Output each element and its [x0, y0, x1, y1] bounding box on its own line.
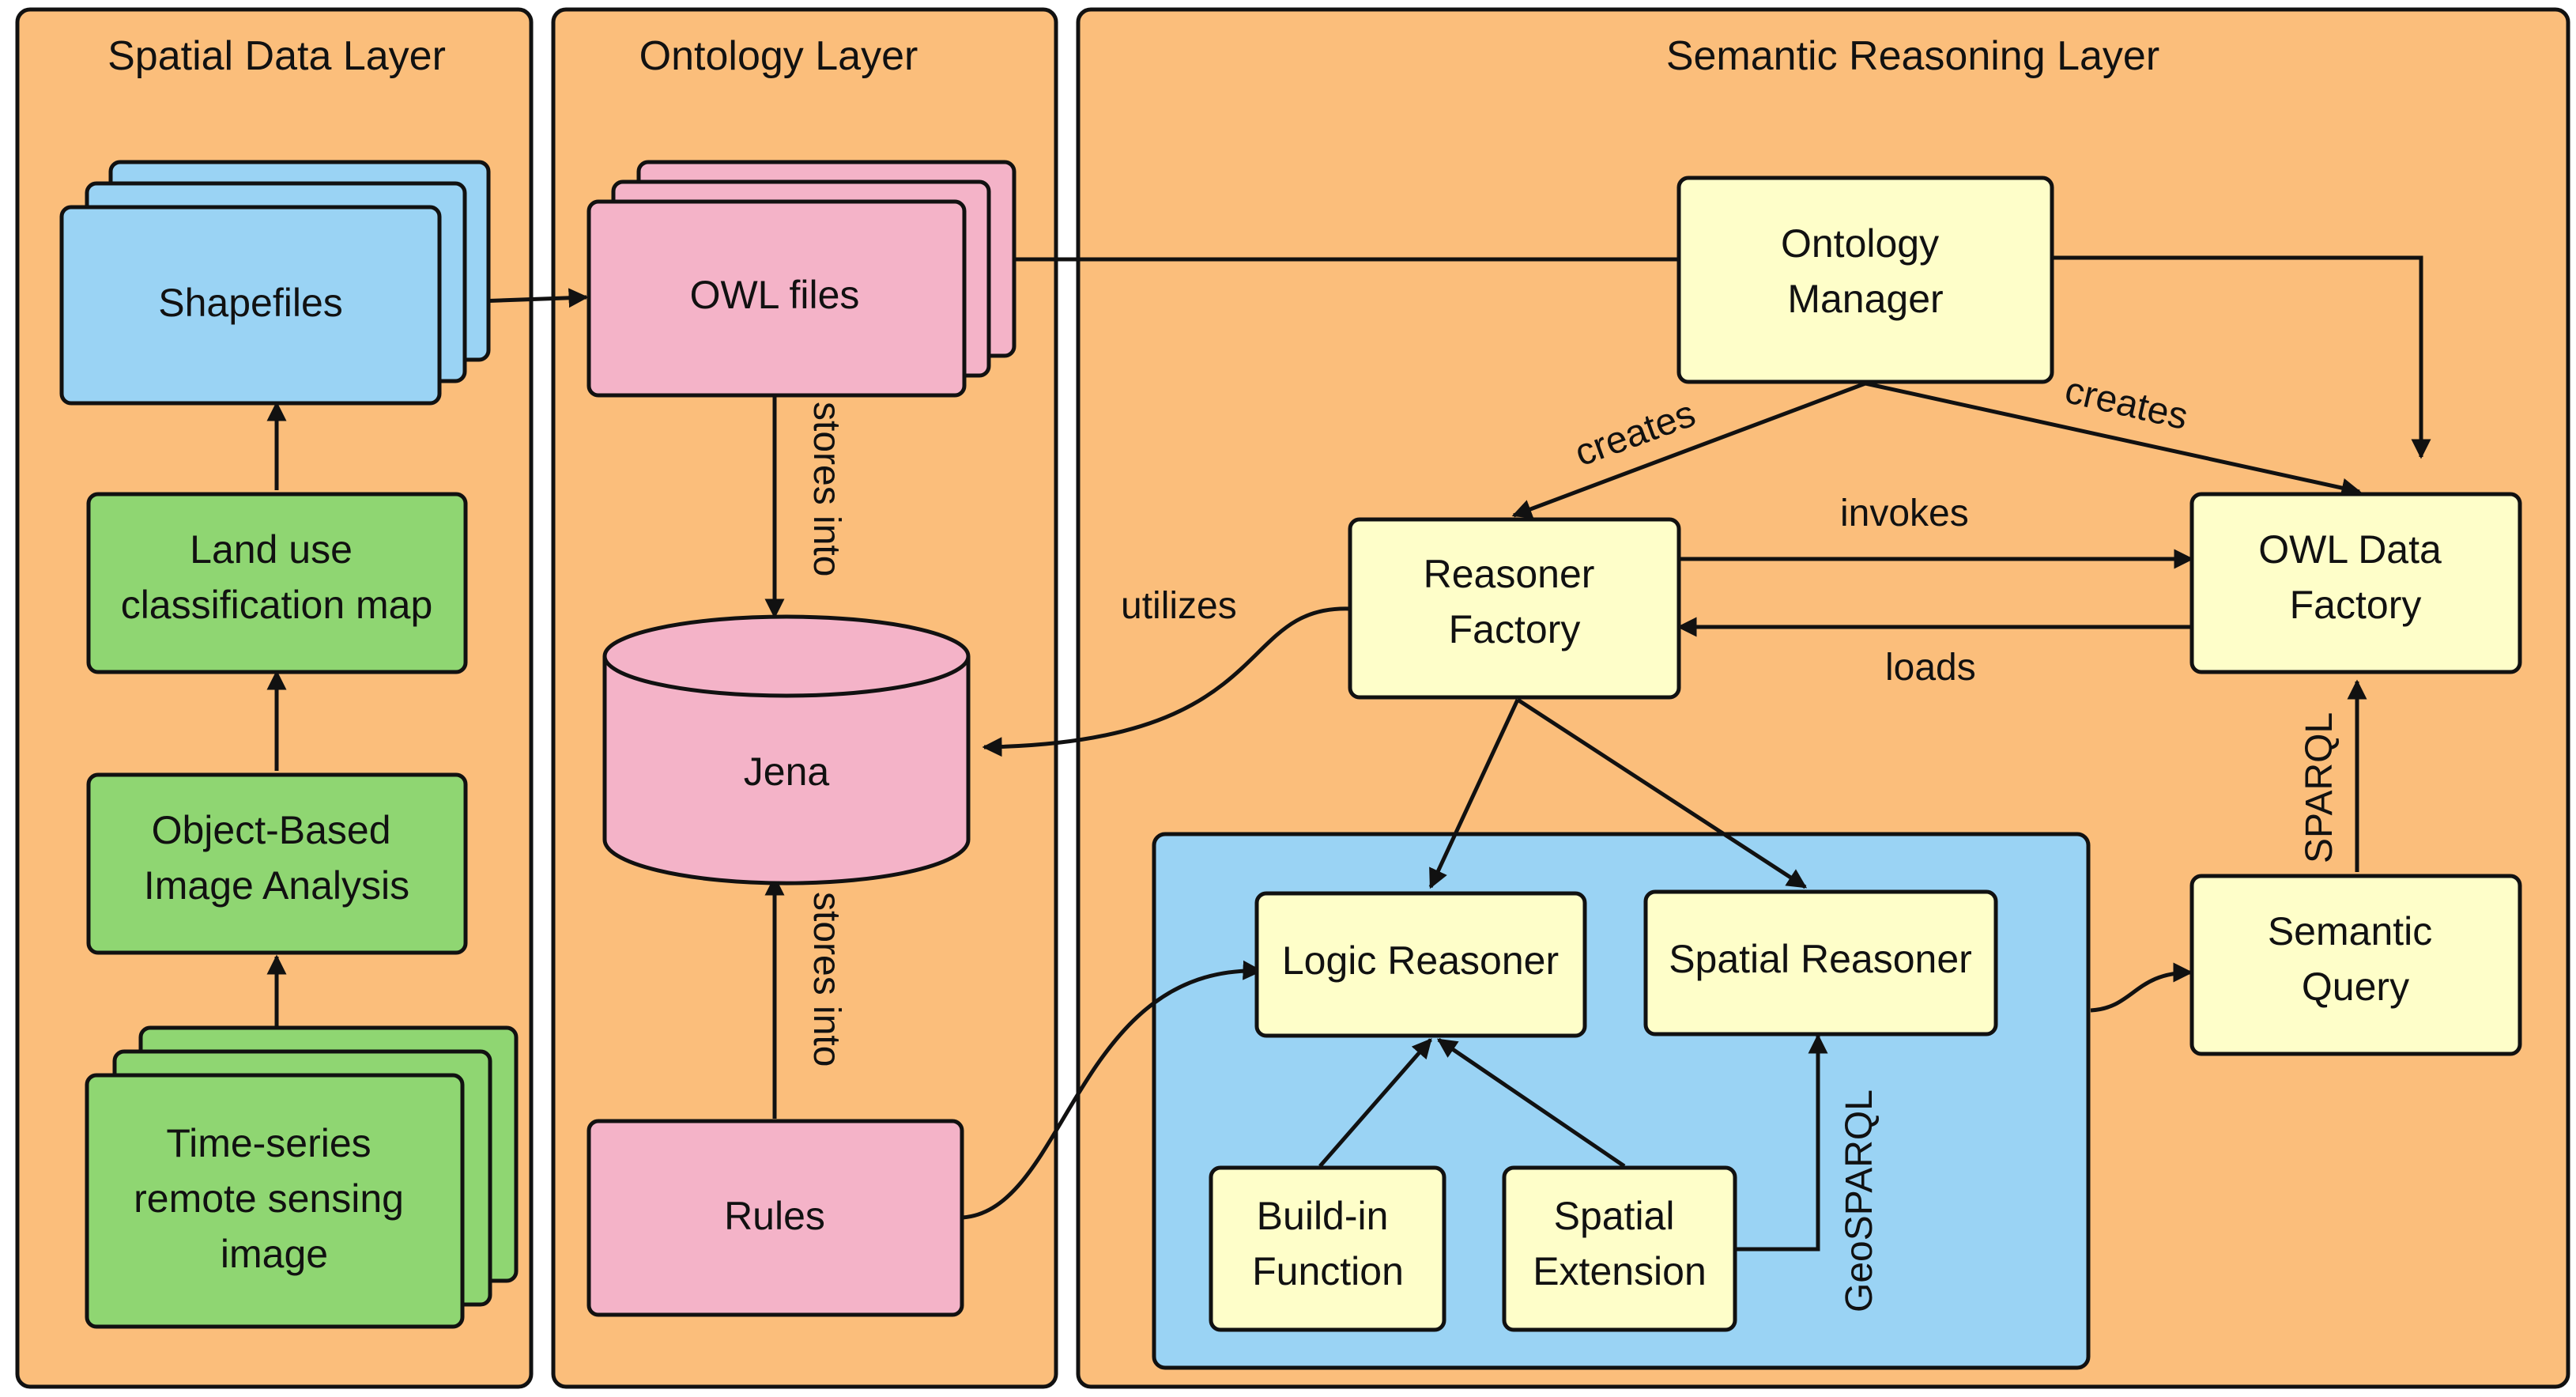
shapefiles-node: [59, 205, 442, 406]
edge-label-utilizes: utilizes: [1121, 585, 1237, 627]
connectors: [266, 255, 2431, 1252]
owl-data-factory-label: OWL Data Factory: [2258, 527, 2452, 627]
build-in-function-node: [1209, 1165, 1446, 1332]
owl-files-node: [586, 199, 967, 398]
obia-label: Object-Based Image Analysis: [144, 808, 409, 908]
semantic-reasoning-layer-title: Semantic Reasoning Layer: [1666, 33, 2159, 79]
edge-label-sparql: SPARQL: [2299, 712, 2340, 863]
logic-reasoner-node: [1254, 891, 1587, 1038]
jena-label: Jena: [744, 749, 830, 794]
time-series-label: Time-series remote sensing image: [134, 1121, 415, 1276]
semantic-query-node: [2189, 874, 2522, 1056]
build-in-function-label: Build-in Function: [1252, 1194, 1404, 1293]
owl-files-label: OWL files: [690, 273, 860, 317]
rules-label: Rules: [724, 1194, 825, 1238]
owl-data-factory-node: [2189, 492, 2522, 674]
spatial-extension-node: [1502, 1165, 1737, 1332]
semantic-query-label: Semantic Query: [2268, 909, 2443, 1009]
ontology-layer-title: Ontology Layer: [639, 33, 918, 79]
edge-label-stores-into-bottom: stores into: [805, 892, 847, 1067]
spatial-reasoner-label: Spatial Reasoner: [1669, 937, 1972, 981]
reasoner-factory-node: [1348, 517, 1681, 700]
rules-node: [586, 1119, 964, 1317]
shapefiles-label: Shapefiles: [158, 281, 343, 325]
ontology-manager-node: [1676, 176, 2054, 384]
spatial-reasoner-node: [1643, 889, 1998, 1036]
edge-label-geosparql: GeoSPARQL: [1839, 1089, 1880, 1312]
edge-label-stores-into-top: stores into: [805, 402, 847, 576]
land-use-node: [86, 492, 468, 674]
spatial-data-layer-title: Spatial Data Layer: [107, 33, 446, 79]
time-series-node: [85, 1073, 465, 1329]
land-use-label: Land use classification map: [121, 527, 433, 627]
edge-label-invokes: invokes: [1840, 493, 1969, 534]
obia-node: [86, 772, 468, 955]
jena-node: [602, 614, 971, 885]
logic-reasoner-label: Logic Reasoner: [1282, 938, 1559, 983]
ontology-manager-label: Ontology Manager: [1781, 221, 1950, 321]
spatial-extension-label: Spatial Extension: [1533, 1194, 1707, 1293]
edge-label-loads: loads: [1885, 647, 1976, 689]
reasoner-factory-label: Reasoner Factory: [1424, 552, 1606, 651]
